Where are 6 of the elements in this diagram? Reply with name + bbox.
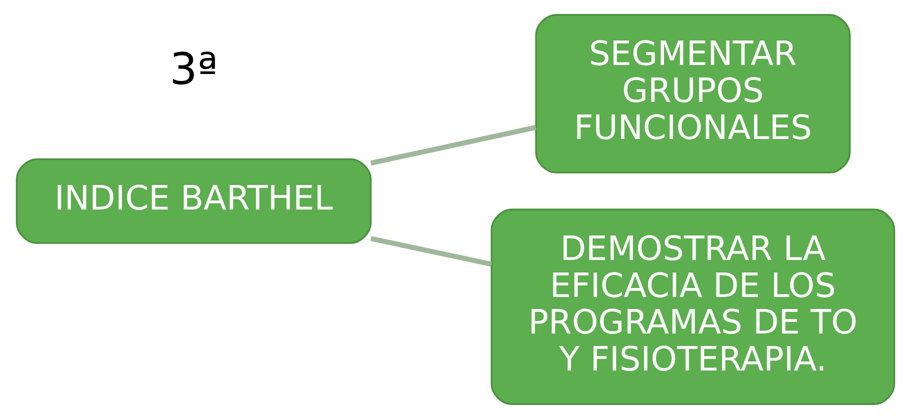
connector: [370, 124, 536, 166]
node-box: SEGMENTAR GRUPOS FUNCIONALES: [534, 14, 850, 174]
node-box: DEMOSTRAR LA EFICACIA DE LOS PROGRAMAS DE TO Y FISIOTERAPIA.: [490, 208, 895, 405]
node-box: INDICE BARTHEL: [15, 158, 372, 244]
label: 3ª: [169, 45, 218, 96]
connector: [370, 236, 492, 267]
